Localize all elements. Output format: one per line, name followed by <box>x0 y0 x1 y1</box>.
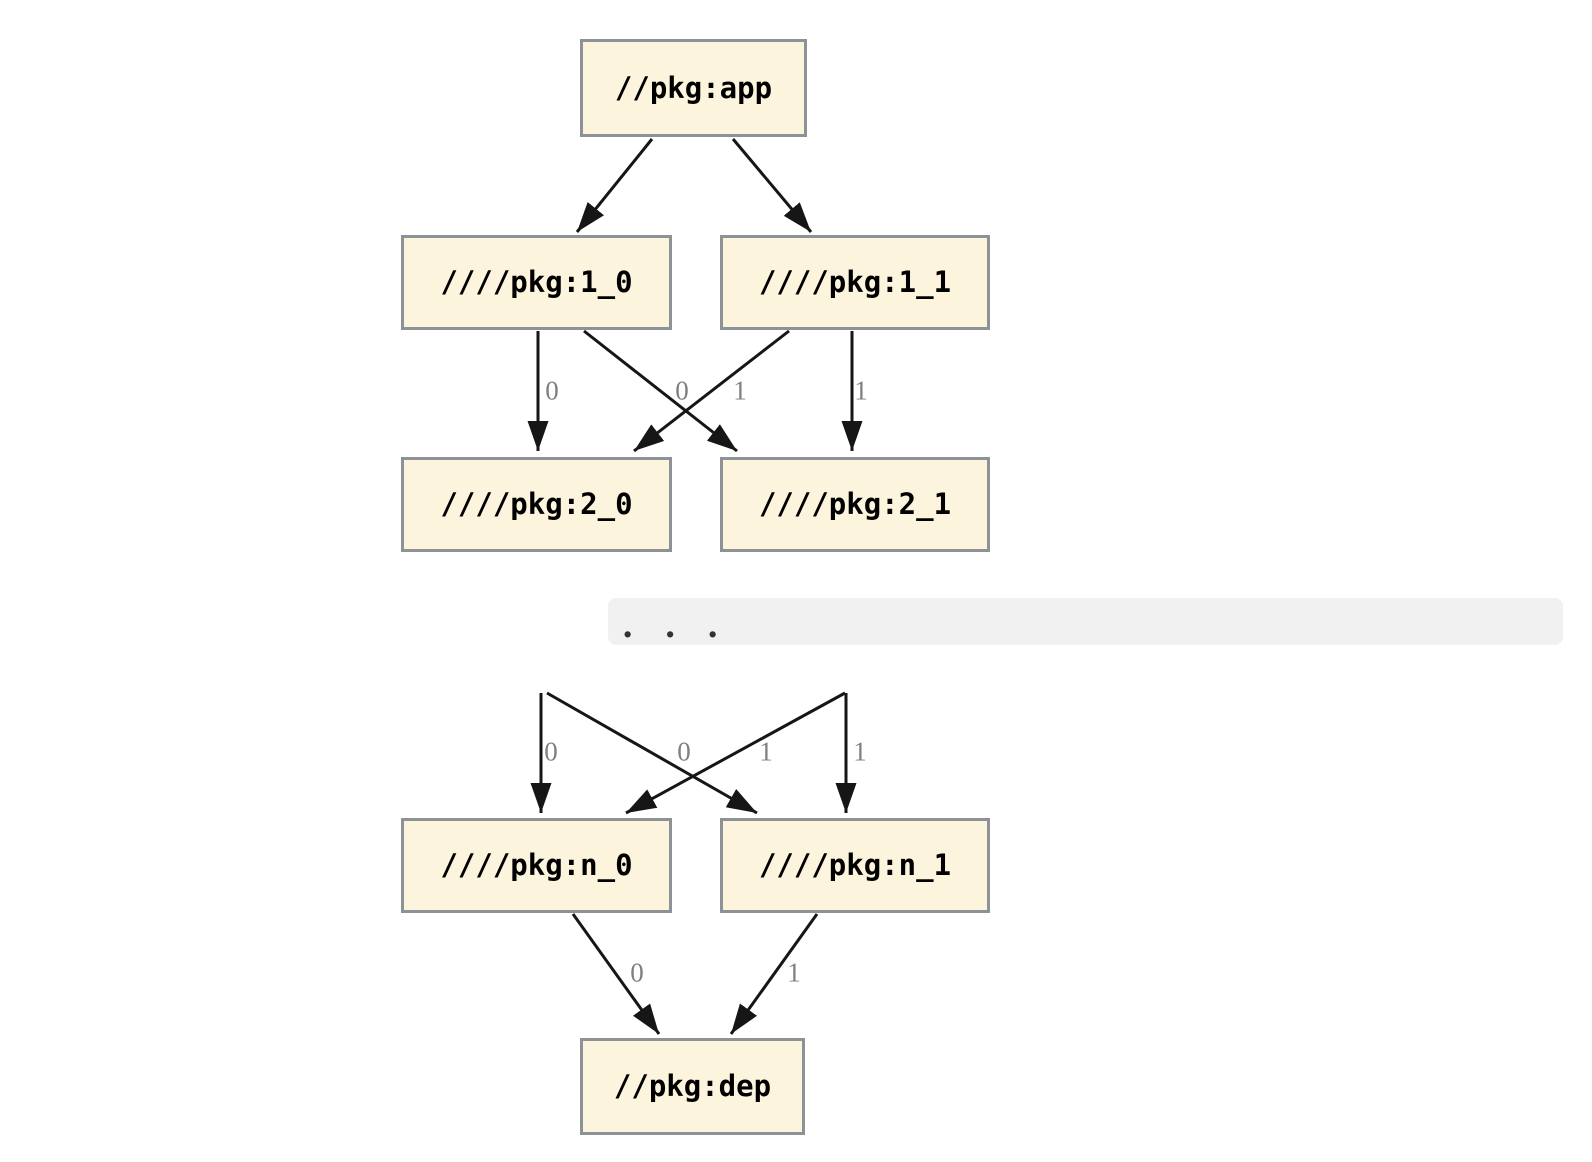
node-label: ////pkg:n_1 <box>758 848 952 882</box>
edge-label-1-0-to-2-1: 1 <box>733 375 747 406</box>
node-2-1: ////pkg:2_1 <box>720 457 990 552</box>
node-label: ////pkg:1_1 <box>758 265 952 299</box>
node-1-1: ////pkg:1_1 <box>720 235 990 330</box>
edge-label-prev-1-to-n-1: 1 <box>853 736 867 767</box>
node-label: ////pkg:n_0 <box>440 848 633 882</box>
edge-label-prev-1-to-n-0: 0 <box>677 736 691 767</box>
edge-prev-0-to-n-1 <box>546 691 758 815</box>
node-label: ////pkg:2_0 <box>440 487 633 521</box>
node-dep: //pkg:dep <box>580 1038 805 1135</box>
edge-label-1-1-to-2-1: 1 <box>854 375 868 406</box>
edge-label-prev-0-to-n-0: 0 <box>544 736 558 767</box>
edge-1-0-to-2-1 <box>583 329 738 453</box>
node-label: ////pkg:1_0 <box>440 265 633 299</box>
node-1-0: ////pkg:1_0 <box>401 235 672 330</box>
node-2-0: ////pkg:2_0 <box>401 457 672 552</box>
edge-label-prev-0-to-n-1: 1 <box>759 736 773 767</box>
edge-1-1-to-2-0 <box>633 329 790 453</box>
node-label: //pkg:dep <box>613 1069 772 1103</box>
ellipsis-text: . . . <box>620 593 727 649</box>
edge-label-1-0-to-2-0: 0 <box>545 375 559 406</box>
node-app: //pkg:app <box>580 39 807 137</box>
node-label: ////pkg:2_1 <box>758 487 952 521</box>
edge-app-to-1-0 <box>575 138 654 233</box>
edge-label-n-0-to-dep: 0 <box>630 957 644 988</box>
node-label: //pkg:app <box>614 70 773 105</box>
node-n-0: ////pkg:n_0 <box>401 818 672 913</box>
edge-label-1-1-to-2-0: 0 <box>675 375 689 406</box>
ellipsis-band: . . . <box>608 593 1563 649</box>
node-n-1: ////pkg:n_1 <box>720 818 990 913</box>
edge-n-0-to-dep <box>571 913 661 1035</box>
edge-n-1-to-dep <box>729 913 819 1035</box>
edge-prev-1-to-n-0 <box>625 691 846 815</box>
edge-label-n-1-to-dep: 1 <box>787 957 801 988</box>
edge-app-to-1-1 <box>731 138 813 233</box>
